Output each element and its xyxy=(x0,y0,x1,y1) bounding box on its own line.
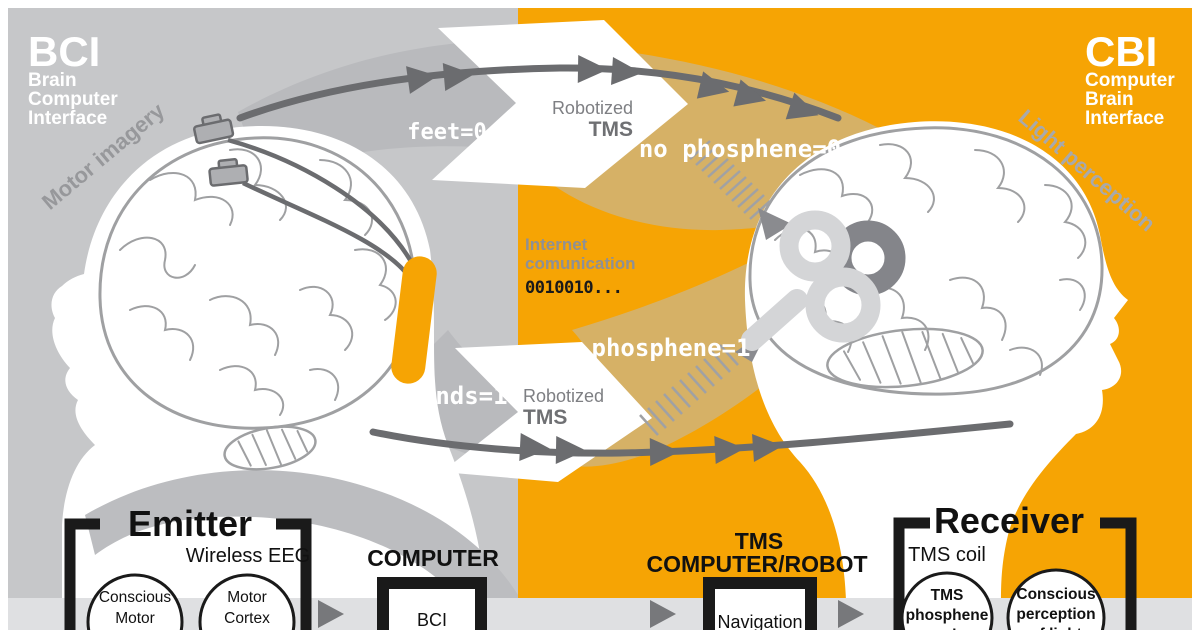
receiver-circle2-line2: perception xyxy=(1016,606,1095,623)
bci-title-block: BCI Brain Computer Interface xyxy=(28,28,118,129)
bci-name-line1: Brain xyxy=(28,70,77,91)
emitter-circle2-line2: Cortex xyxy=(224,610,270,627)
robotized-tms-bottom-line1: Robotized xyxy=(523,386,604,406)
receiver-device-label: TMS coil xyxy=(908,544,986,566)
emitter-device-label: Wireless EEG xyxy=(186,545,310,567)
wireless-transmitter xyxy=(391,256,437,384)
receiver-circle2-line1: Conscious xyxy=(1016,586,1095,603)
signal-arrows xyxy=(236,55,1014,466)
bci-name-line2: Computer xyxy=(28,89,118,110)
robotized-tms-top-line1: Robotized xyxy=(552,98,633,118)
receiver-title: Receiver xyxy=(934,500,1084,541)
cbi-acronym: CBI xyxy=(1085,28,1157,75)
computer-bci-box-label: BCI xyxy=(417,610,447,630)
emitter-circle2-line1: Motor xyxy=(227,589,267,606)
emitter-circle-cortex xyxy=(198,573,296,630)
upper-chevron xyxy=(432,20,688,188)
emitter-circle-imagery xyxy=(86,573,184,630)
tms-robot-title-line2: COMPUTER/ROBOT xyxy=(646,551,867,577)
robotized-tms-bottom-line2: TMS xyxy=(523,406,567,429)
receiver-circle1-line1: TMS xyxy=(931,587,964,604)
receiver-circle2-line3: of light xyxy=(1030,626,1082,630)
receiver-circle-code xyxy=(900,571,994,630)
computer-bci-box xyxy=(377,577,487,630)
cbi-name-line3: Interface xyxy=(1085,108,1164,129)
cbi-name-line1: Computer xyxy=(1085,70,1175,91)
robotized-tms-top-line2: TMS xyxy=(589,118,633,141)
emitter-bracket-left xyxy=(64,518,100,630)
receiver-circle1-line2: phosphene xyxy=(906,607,989,624)
process-flow-arrowheads xyxy=(318,600,864,628)
navigation-box-label: Navigation xyxy=(717,612,802,630)
hands-signal-label: hands=1 xyxy=(406,382,507,410)
navigation-box xyxy=(703,577,817,630)
bci-name-line3: Interface xyxy=(28,108,107,129)
cbi-title-block: CBI Computer Brain Interface xyxy=(1085,28,1175,129)
emitter-title: Emitter xyxy=(128,503,252,544)
receiver-brain-drawing xyxy=(748,126,1104,396)
receiver-bracket-right xyxy=(1100,517,1137,630)
emitter-circle1-line1: Conscious xyxy=(99,589,172,606)
cbi-name-line2: Brain xyxy=(1085,89,1134,110)
receiver-bracket-left xyxy=(893,517,930,630)
emitter-head-silhouette xyxy=(51,126,486,600)
computer-title: COMPUTER xyxy=(367,545,499,571)
eeg-electrodes xyxy=(193,113,437,384)
emitter-bracket-right xyxy=(276,518,312,630)
tms-robot-title-line1: TMS xyxy=(735,528,784,554)
internet-label-line1: Internet xyxy=(525,235,588,254)
receiver-circle-perception xyxy=(1006,568,1106,630)
tms-coil xyxy=(741,210,906,351)
emitter-neck-shading xyxy=(85,470,518,600)
no-phosphene-signal-label: no phosphene=0 xyxy=(639,135,841,163)
binary-code-label: 0010010... xyxy=(525,278,622,298)
feet-signal-label: feet=0 xyxy=(407,120,486,145)
phosphene-signal-label: phosphene=1 xyxy=(592,334,751,362)
bci-acronym: BCI xyxy=(28,28,100,75)
tms-beam-hatch-upper xyxy=(689,140,792,240)
receiver-circle1-line3: code xyxy=(929,627,966,630)
emitter-circle1-line2: Motor xyxy=(115,610,155,627)
internet-label-line2: comunication xyxy=(525,254,636,273)
internet-communication-block: Internet comunication 0010010... xyxy=(525,235,636,298)
